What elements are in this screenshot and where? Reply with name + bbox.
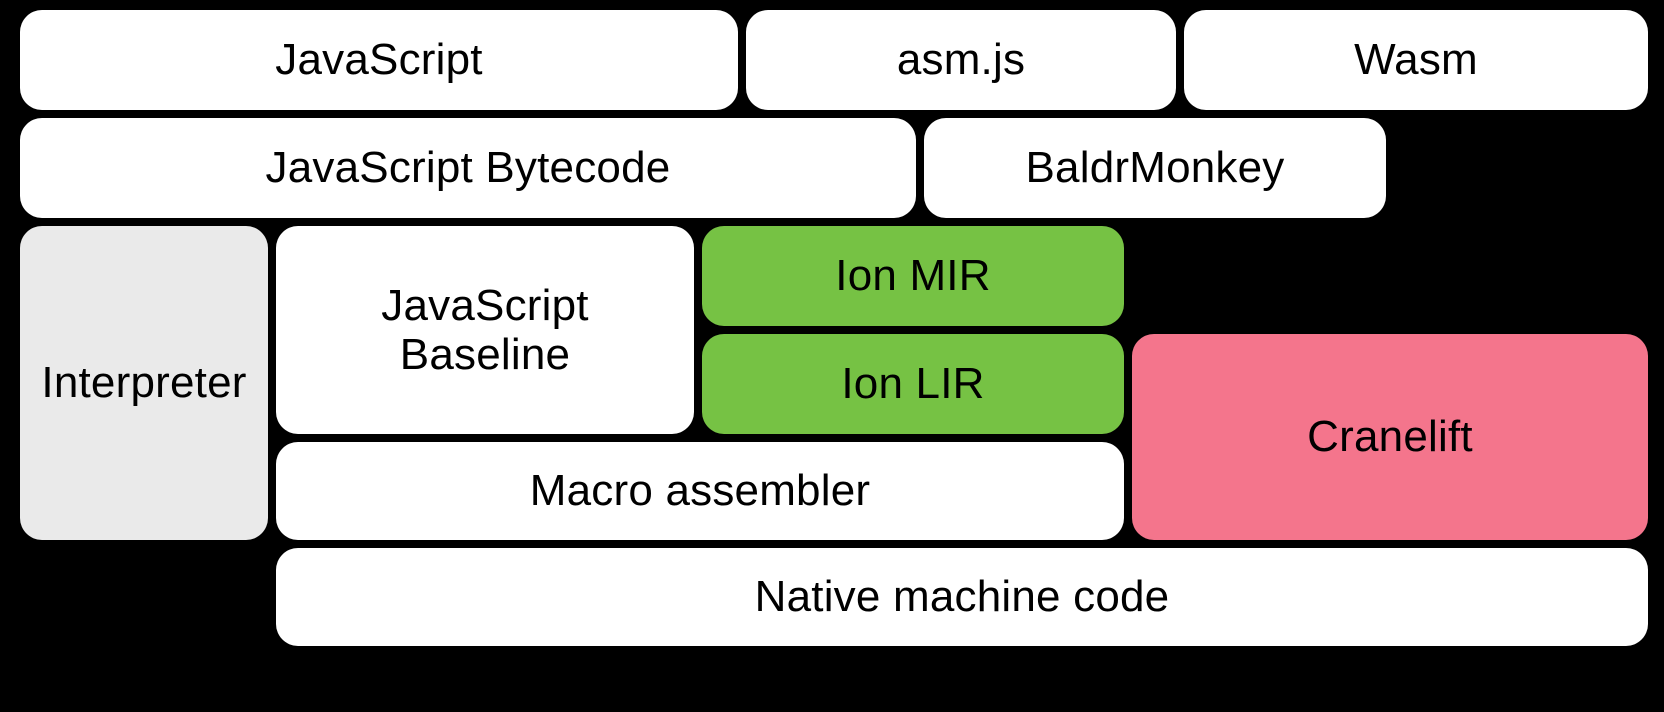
node-interpreter: Interpreter bbox=[20, 226, 268, 540]
node-macro-assembler: Macro assembler bbox=[276, 442, 1124, 540]
node-javascript-baseline: JavaScript Baseline bbox=[276, 226, 694, 434]
node-native-machine-code: Native machine code bbox=[276, 548, 1648, 646]
node-javascript-bytecode: JavaScript Bytecode bbox=[20, 118, 916, 218]
node-wasm: Wasm bbox=[1184, 10, 1648, 110]
node-asm-js: asm.js bbox=[746, 10, 1176, 110]
node-ion-mir: Ion MIR bbox=[702, 226, 1124, 326]
node-cranelift: Cranelift bbox=[1132, 334, 1648, 540]
node-ion-lir: Ion LIR bbox=[702, 334, 1124, 434]
node-baldrmonkey: BaldrMonkey bbox=[924, 118, 1386, 218]
node-javascript: JavaScript bbox=[20, 10, 738, 110]
